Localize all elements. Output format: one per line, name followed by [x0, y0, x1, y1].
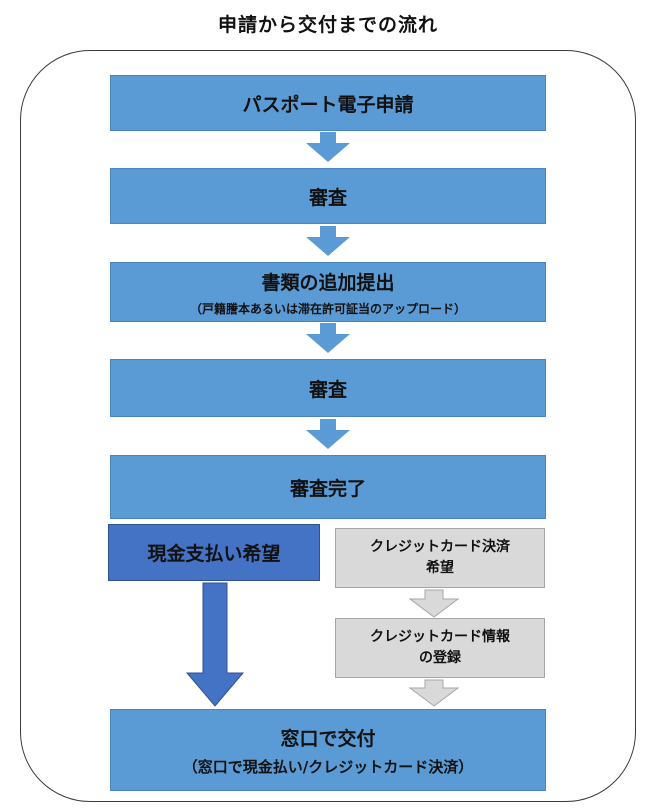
step-issue-window-note: （窓口で現金払い/クレジットカード決済） [182, 757, 474, 776]
step-card-payment: クレジットカード決済 希望 [335, 528, 545, 588]
step-card-payment-line2: 希望 [426, 560, 454, 576]
step-review-2-label: 審査 [308, 378, 347, 401]
step-review-2: 審査 [110, 359, 546, 417]
step-review-done: 審査完了 [110, 455, 546, 519]
step-review-1: 審査 [110, 168, 546, 224]
step-cash-payment: 現金支払い希望 [108, 524, 320, 581]
step-additional-docs-note: （戸籍謄本あるいは滞在許可証当のアップロード） [189, 301, 466, 316]
step-additional-docs-label: 書類の追加提出 [261, 271, 395, 294]
flow-frame [20, 50, 636, 802]
step-issue-window-label: 窓口で交付 [280, 727, 376, 750]
step-passport-apply-label: パスポート電子申請 [242, 93, 414, 116]
step-card-payment-line1: クレジットカード決済 [370, 539, 510, 555]
step-issue-window: 窓口で交付 （窓口で現金払い/クレジットカード決済） [110, 709, 546, 791]
step-cash-payment-label: 現金支払い希望 [147, 543, 281, 565]
step-card-register: クレジットカード情報 の登録 [335, 618, 545, 678]
step-passport-apply: パスポート電子申請 [110, 75, 546, 131]
step-review-1-label: 審査 [308, 186, 347, 209]
step-card-register-line2: の登録 [419, 650, 461, 666]
page-title: 申請から交付までの流れ [217, 14, 438, 36]
step-card-register-line1: クレジットカード情報 [370, 629, 510, 645]
step-additional-docs: 書類の追加提出 （戸籍謄本あるいは滞在許可証当のアップロード） [110, 262, 546, 322]
step-review-done-label: 審査完了 [289, 477, 366, 500]
